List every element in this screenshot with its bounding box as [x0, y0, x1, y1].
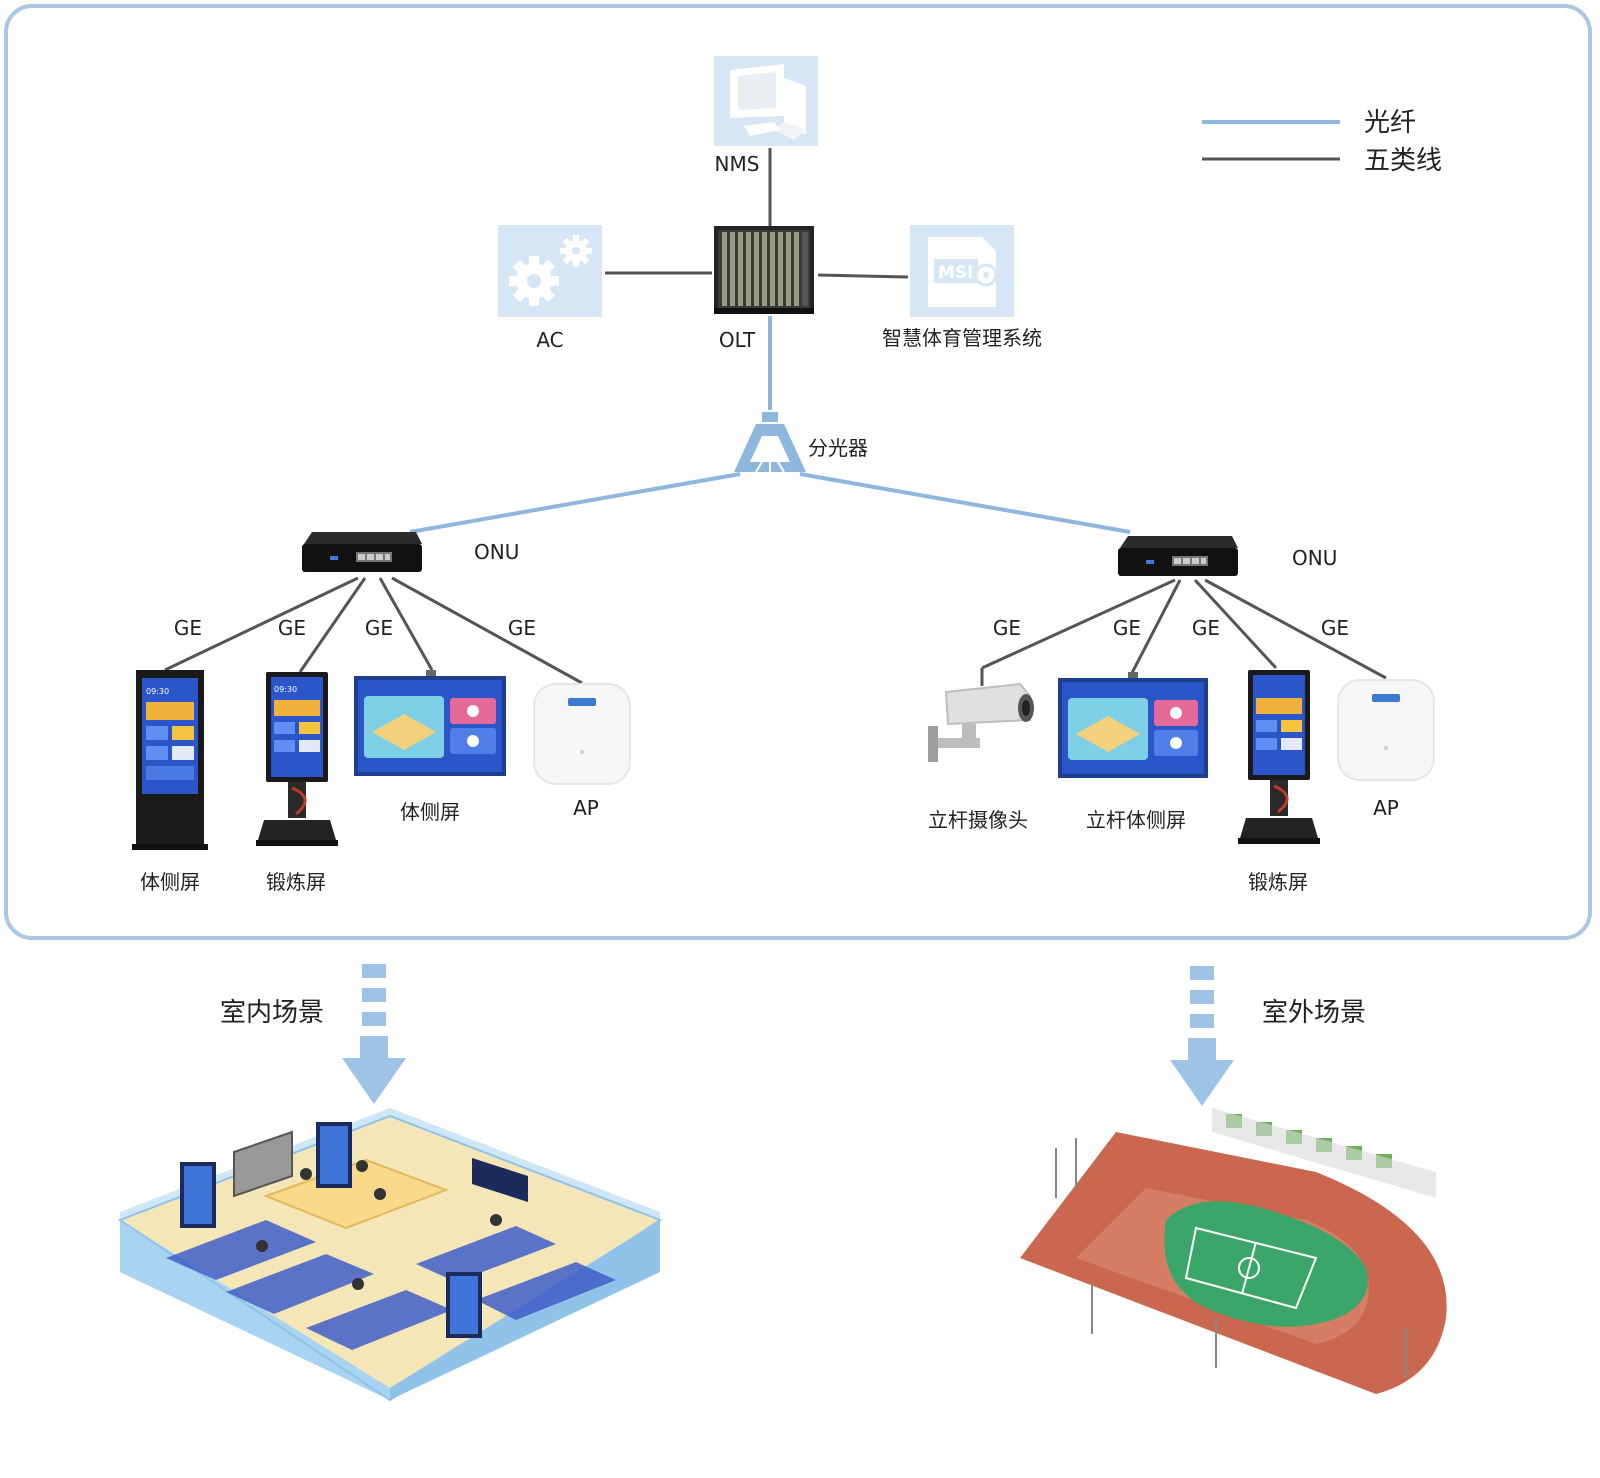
ac-label: AC — [536, 328, 564, 352]
right-ap-icon — [1337, 679, 1435, 781]
olt-chassis-icon — [714, 226, 814, 314]
indoor-scene-label: 室内场景 — [220, 998, 325, 1028]
indoor-arrow — [342, 964, 406, 1104]
outdoor-track-illustration — [1020, 1108, 1447, 1394]
right-exercise-screen-icon — [1238, 670, 1320, 844]
msi-text: MSI — [938, 263, 974, 283]
right-device-label-1: 立杆摄像头 — [928, 808, 1028, 832]
left-exercise-screen-icon: 09:30 — [256, 672, 338, 846]
left-device-label-3: 体侧屏 — [400, 800, 460, 824]
olt-label: OLT — [718, 328, 756, 352]
right-device-label-2: 立杆体侧屏 — [1086, 808, 1186, 832]
left-kiosk-screen-icon: 09:30 — [132, 670, 208, 850]
mgmt-system-label: 智慧体育管理系统 — [882, 326, 1042, 350]
right-ge-label-4: GE — [1320, 616, 1350, 640]
right-ge-link-2 — [1130, 579, 1182, 674]
left-ge-link-1 — [164, 576, 359, 672]
left-ge-link-4 — [391, 576, 583, 685]
right-onu-label: ONU — [1292, 546, 1338, 570]
left-device-label-4: AP — [573, 796, 599, 820]
right-ge-label-3: GE — [1191, 616, 1221, 640]
olt-mgmt-link — [817, 273, 909, 279]
right-device-label-4: AP — [1373, 796, 1399, 820]
legend-fiber-label: 光纤 — [1364, 108, 1417, 138]
left-ge-link-3 — [378, 577, 434, 671]
ac-gears-icon — [498, 225, 602, 317]
right-onu-icon — [1118, 536, 1238, 576]
splitter-icon — [734, 412, 806, 473]
indoor-gym-illustration — [117, 1108, 663, 1402]
kiosk-time: 09:30 — [146, 687, 169, 696]
left-device-label-1: 体侧屏 — [140, 870, 200, 894]
nms-label: NMS — [714, 152, 760, 176]
left-ge-label-2: GE — [277, 616, 307, 640]
network-diagram-frame — [4, 4, 1592, 940]
right-ge-link-1 — [981, 578, 1176, 670]
legend-cat5-label: 五类线 — [1364, 146, 1443, 176]
outdoor-scene-label: 室外场景 — [1262, 998, 1367, 1028]
left-onu-icon — [302, 532, 422, 572]
msi-software-icon: MSI — [910, 225, 1014, 317]
left-ge-link-2 — [298, 577, 367, 673]
left-onu-label: ONU — [474, 540, 520, 564]
splitter-right-onu-fiber — [799, 472, 1131, 534]
left-device-label-2: 锻炼屏 — [266, 870, 326, 894]
left-ge-label-4: GE — [507, 616, 537, 640]
splitter-left-onu-fiber — [409, 472, 741, 534]
right-ge-label-2: GE — [1112, 616, 1142, 640]
right-ge-label-1: GE — [992, 616, 1022, 640]
right-wall-screen-icon — [1058, 672, 1208, 778]
left-ge-label-1: GE — [173, 616, 203, 640]
outdoor-arrow — [1170, 966, 1234, 1106]
left-ap-icon — [533, 683, 631, 785]
exercise-time: 09:30 — [274, 685, 297, 694]
splitter-label: 分光器 — [808, 436, 868, 460]
right-ge-link-4 — [1204, 578, 1387, 680]
nms-computer-icon — [714, 56, 818, 146]
right-ge-link-3 — [1193, 578, 1278, 670]
left-wall-screen-icon — [354, 670, 506, 776]
left-ge-label-3: GE — [364, 616, 394, 640]
right-device-label-3: 锻炼屏 — [1248, 870, 1308, 894]
pole-camera-icon — [928, 668, 1034, 762]
